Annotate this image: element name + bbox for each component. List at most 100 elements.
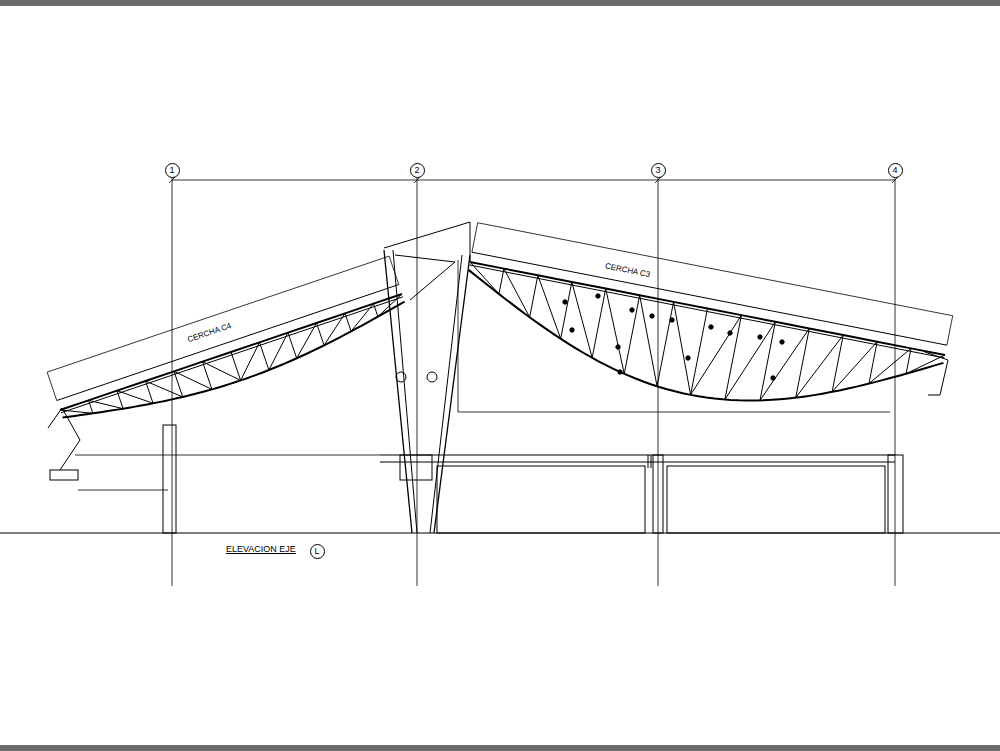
vertical-member: [288, 333, 297, 359]
diagonal-member: [572, 282, 592, 358]
bolt-dot: [709, 325, 713, 329]
axis-label: 1: [169, 166, 174, 175]
column: [653, 455, 663, 533]
diagonal-member: [906, 355, 945, 374]
axis-label: 4: [892, 166, 897, 175]
extension-line: [47, 372, 57, 400]
joint: [648, 455, 649, 468]
dimension-line: [78, 490, 168, 491]
column-base: [400, 455, 432, 480]
axis-line: [172, 178, 173, 586]
diagonal-member: [538, 275, 561, 338]
vertical-member: [530, 275, 538, 317]
vertical-member: [117, 391, 123, 409]
vertical-member: [260, 342, 269, 370]
door-opening: [667, 466, 885, 533]
bolt-dot: [596, 294, 600, 298]
top-chord: [61, 297, 403, 413]
column: [888, 455, 903, 533]
dimension-line: [458, 412, 890, 413]
view-title: ELEVACION EJE: [224, 545, 298, 555]
diagonal-member: [606, 289, 625, 374]
marker-circle: [427, 372, 437, 382]
bolt-dot: [616, 345, 620, 349]
bolt-dot: [570, 328, 574, 332]
bolt-dot: [618, 370, 622, 374]
floor-beam: [380, 462, 895, 463]
vertical-member: [89, 400, 93, 413]
axis-bubble: 4: [888, 163, 903, 178]
v-column: [384, 250, 412, 533]
diagonal-member: [241, 342, 260, 380]
vertical-member: [832, 335, 843, 392]
bolt-dot: [758, 335, 762, 339]
bottom-chord: [468, 270, 943, 401]
bolt-dot: [563, 300, 567, 304]
bolt-dot: [630, 308, 634, 312]
axis-bubble: 1: [165, 163, 180, 178]
bottom-chord: [63, 302, 405, 418]
diagonal-member: [640, 295, 657, 386]
diagonal-member: [146, 381, 183, 397]
diagonal-member: [174, 371, 212, 389]
extension-line: [472, 223, 478, 252]
door-opening: [437, 466, 645, 533]
joint: [651, 455, 652, 468]
truss-geometry: [0, 177, 1000, 586]
diagonal-member: [691, 315, 742, 395]
vertical-member: [499, 269, 504, 294]
diagonal-member: [504, 269, 530, 318]
diagonal-member: [117, 391, 153, 404]
bolt-dot: [670, 318, 674, 322]
axis-label: 3: [655, 166, 660, 175]
dimension-tick: [892, 177, 898, 183]
truss-name: CERCHA C4: [185, 321, 235, 345]
axis-bubble: L: [310, 544, 325, 559]
diagonal-member: [203, 362, 241, 381]
diagonal-member: [351, 304, 373, 332]
marker-circle: [396, 372, 406, 382]
frame-bar: [0, 0, 1000, 6]
dimension-tick: [655, 177, 661, 183]
vertical-member: [657, 302, 674, 386]
diagonal-member: [869, 348, 911, 383]
vertical-member: [374, 304, 378, 317]
extension-line: [389, 256, 399, 284]
dimension-line: [478, 223, 953, 316]
dimension-line: [458, 260, 459, 412]
column-head: [395, 255, 455, 300]
bolt-dot: [771, 376, 775, 380]
frame-bar: [0, 745, 1000, 751]
diagonal-member: [324, 313, 345, 345]
dimension-line: [47, 256, 389, 372]
v-column: [434, 255, 470, 533]
floor-beam: [380, 455, 895, 456]
vertical-member: [624, 295, 639, 374]
bolt-dot: [728, 331, 732, 335]
roof-sheet: [472, 252, 947, 345]
diagonal-member: [832, 342, 877, 392]
diagonal-member: [89, 400, 124, 408]
diagonal-member: [297, 323, 317, 358]
diagonal-member: [725, 322, 775, 400]
vertical-member: [345, 313, 351, 331]
v-column: [393, 250, 417, 533]
axis-bubble: 2: [410, 163, 425, 178]
bolt-dot: [650, 314, 654, 318]
axis-label: L: [314, 547, 319, 556]
support: [48, 408, 80, 470]
extension-line: [947, 316, 953, 345]
dimension-tick: [414, 177, 420, 183]
diagonal-member: [674, 302, 691, 395]
column-head: [384, 222, 470, 262]
vertical-member: [592, 289, 606, 358]
dimension-tick: [169, 177, 175, 183]
v-column: [430, 255, 462, 533]
diagonal-member: [796, 335, 843, 398]
vertical-member: [317, 323, 325, 345]
axis-line: [895, 178, 896, 586]
bolt-dot: [686, 356, 690, 360]
support-plate: [50, 470, 78, 480]
